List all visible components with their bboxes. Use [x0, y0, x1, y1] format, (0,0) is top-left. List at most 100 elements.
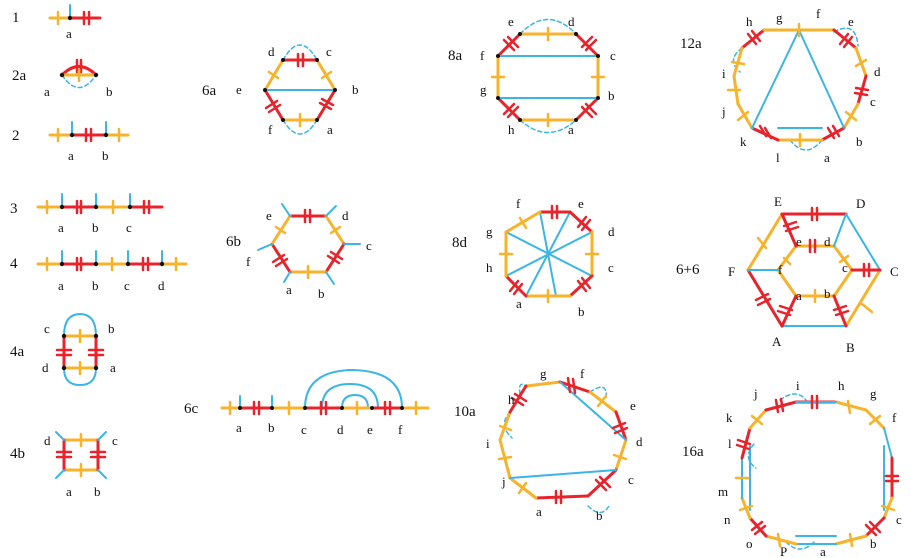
vertex-dot: [496, 54, 500, 58]
vertex-label: d: [158, 278, 165, 293]
diagram-6b: 6b e d c f a b: [226, 203, 372, 301]
red-tick: [580, 218, 592, 232]
blue-edge: [257, 243, 273, 251]
vertex-label: b: [92, 220, 99, 235]
yellow-tick: [868, 414, 882, 426]
red-tick: [512, 282, 524, 296]
vertex-dot: [303, 406, 307, 410]
vertex-label: k: [740, 134, 747, 149]
vertex-dot: [518, 32, 522, 36]
diagram-2: 2 a b: [12, 121, 130, 163]
vertex-label: b: [92, 278, 99, 293]
diagram-8d: 8d f e g d h c a b: [452, 196, 615, 319]
vertex-dot: [93, 261, 99, 267]
vertex-label: e: [508, 14, 514, 29]
blue-edge: [63, 367, 97, 387]
vertex-label: c: [301, 422, 307, 437]
blue-edge: [505, 231, 593, 277]
diagram-title: 6+6: [676, 262, 700, 278]
yellow-tick: [320, 70, 333, 80]
yellow-edge: [844, 268, 882, 328]
vertex-label: h: [746, 14, 753, 29]
vertex-label: d: [42, 360, 49, 375]
vertex-label: B: [846, 340, 855, 355]
vertex-label: m: [718, 484, 728, 499]
vertex-dot: [159, 261, 165, 267]
vertex-label: a: [568, 122, 574, 137]
red-edge: [780, 294, 798, 328]
vertex-label: l: [776, 150, 780, 165]
vertex-label: b: [318, 286, 325, 301]
vertex-label: a: [820, 544, 826, 558]
red-tick: [580, 35, 594, 49]
vertex-label: c: [44, 321, 50, 336]
yellow-tick: [844, 110, 858, 122]
red-tick: [580, 276, 592, 290]
vertex-label: d: [342, 208, 349, 223]
red-tick: [746, 32, 758, 46]
red-edge: [586, 468, 618, 498]
yellow-edge: [588, 390, 618, 414]
vertex-label: e: [236, 82, 242, 97]
red-tick: [611, 421, 627, 430]
yellow-edge: [746, 212, 784, 272]
red-tick: [832, 304, 848, 312]
red-tick: [576, 215, 588, 229]
yellow-tick: [596, 394, 608, 408]
blue-edge: [304, 368, 403, 409]
blue-edge: [833, 213, 847, 247]
blue-dashed-arc: [779, 393, 807, 401]
diagram-6c: 6c a b c d e f: [184, 368, 430, 437]
vertex-label: E: [774, 194, 782, 209]
vertex-dot: [61, 365, 67, 371]
red-tick: [758, 124, 768, 138]
red-edge: [574, 96, 600, 122]
yellow-tick: [267, 70, 280, 80]
vertex-label: d: [568, 14, 575, 29]
vertex-dot: [496, 96, 500, 100]
diagram-6a: 6a d c e b f a: [202, 44, 359, 137]
blue-edge: [751, 29, 800, 129]
vertex-label: g: [486, 224, 493, 239]
red-tick: [831, 124, 841, 138]
vertex-dot: [67, 15, 73, 21]
vertex-label: a: [58, 220, 64, 235]
vertex-label: c: [126, 220, 132, 235]
vertex-label: b: [268, 420, 275, 435]
vertex-dot: [59, 261, 65, 267]
vertex-label: b: [596, 508, 603, 523]
yellow-tick: [518, 216, 528, 230]
vertex-label: g: [870, 386, 877, 401]
diagram-10a: 10a g f h e i d j c a b: [454, 366, 643, 523]
vertex-label: f: [580, 366, 585, 381]
blue-edge: [55, 469, 65, 479]
vertex-label: e: [630, 398, 636, 413]
blue-dashed-arc: [732, 47, 743, 73]
vertex-label: P: [780, 544, 787, 558]
blue-edge: [325, 271, 335, 285]
vertex-label: a: [68, 148, 74, 163]
blue-dashed-arc: [833, 27, 859, 47]
vertex-dot: [125, 261, 131, 267]
red-edge: [60, 65, 98, 77]
blue-edge: [509, 469, 617, 479]
yellow-edge: [776, 244, 798, 272]
red-tick: [502, 102, 516, 116]
yellow-tick: [756, 236, 768, 250]
blue-dashed-arc: [519, 119, 577, 134]
vertex-dot: [518, 118, 522, 122]
yellow-tick: [730, 60, 746, 66]
red-edge: [324, 242, 346, 274]
red-tick: [750, 29, 762, 43]
yellow-edge: [832, 244, 854, 272]
yellow-edge: [748, 408, 768, 430]
vertex-label: d: [824, 234, 831, 249]
vertex-label: e: [266, 208, 272, 223]
diagram-16a: 16a: [682, 378, 902, 558]
diagram-title: 10a: [454, 404, 476, 420]
red-tick: [750, 520, 764, 532]
vertex-label: a: [824, 150, 830, 165]
vertex-dot: [127, 204, 133, 210]
